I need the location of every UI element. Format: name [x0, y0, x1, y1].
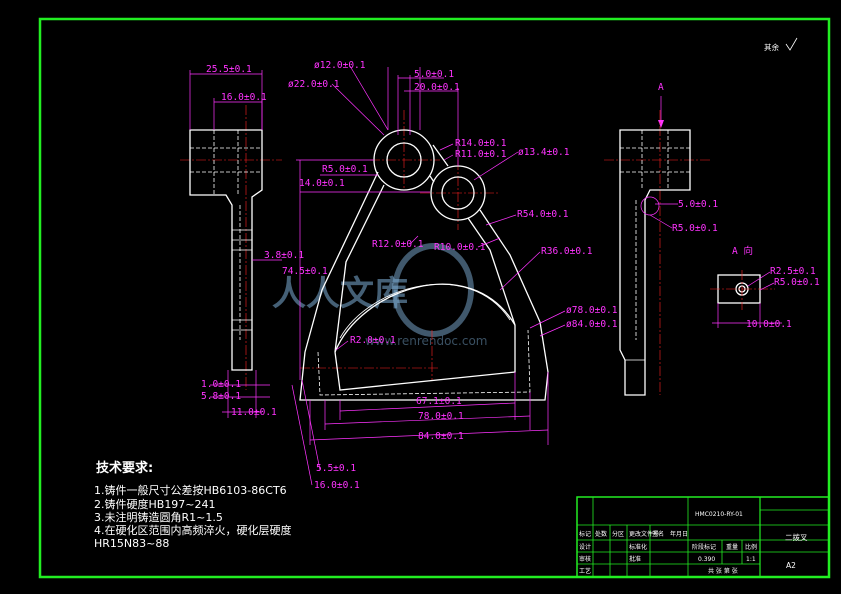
dim-5-0b: 5.0±0.1: [678, 199, 718, 210]
dim-phi-22: ø22.0±0.1: [288, 79, 340, 90]
dim-r-10: R10.0±0.1: [434, 242, 486, 253]
tb-cell-8: 审核: [579, 555, 591, 563]
dim-16b: 16.0±0.1: [314, 480, 360, 491]
watermark-url: www.renrendoc.com: [365, 334, 487, 348]
dim-r-2-5: R2.5±0.1: [770, 266, 816, 277]
tb-cell-4: 签名: [652, 530, 664, 538]
tb-cell-13: 比例: [745, 543, 757, 551]
tb-cell-2: 分区: [612, 530, 624, 538]
dim-3-8: 3.8±0.1: [264, 250, 304, 261]
tb-cell-7: 标准化: [629, 543, 647, 551]
dim-84: 84.0±0.1: [418, 431, 464, 442]
tb-cell-6: 设计: [579, 543, 591, 551]
dim-r-5c: R5.0±0.1: [774, 277, 820, 288]
dim-5-8: 5.8±0.1: [201, 391, 241, 402]
notes-line-1: 1.铸件一般尺寸公差按HB6103-86CT6: [94, 483, 287, 497]
tb-cell-12: 重量: [726, 543, 738, 551]
dim-11: 11.0±0.1: [231, 407, 277, 418]
notes-line-5: HR15N83~88: [94, 537, 169, 550]
dim-r-5b: R5.0±0.1: [672, 223, 718, 234]
main-view: ø12.0±0.1 ø22.0±0.1 5.0±0.1 20.0±0.1 R5.…: [288, 60, 618, 491]
dim-1-0: 1.0±0.1: [201, 379, 241, 390]
dim-r-5: R5.0±0.1: [322, 164, 368, 175]
tb-drawing-no: HMC0210-RY-01: [695, 511, 743, 518]
dim-phi-13-4: ø13.4±0.1: [518, 147, 570, 158]
dim-10: 10.0±0.1: [746, 319, 792, 330]
dim-74-5: 74.5±0.1: [282, 266, 328, 277]
notes-line-2: 2.铸件硬度HB197~241: [94, 497, 216, 511]
dim-r-2: R2.0±0.1: [350, 335, 396, 346]
tb-cell-0: 标记: [579, 530, 591, 538]
dim-5-0: 5.0±0.1: [414, 69, 454, 80]
notes-heading: 技术要求:: [96, 460, 153, 476]
dim-r-54: R54.0±0.1: [517, 209, 569, 220]
sheet-border: [38, 17, 831, 579]
tb-cell-9: 工艺: [579, 567, 591, 575]
dim-phi-78: ø78.0±0.1: [566, 305, 618, 316]
dim-r-12: R12.0±0.1: [372, 239, 424, 250]
dim-r-14: R14.0±0.1: [455, 138, 507, 149]
left-view: 25.5±0.1 16.0±0.1 3.8±0.1 74.5±0.1 1.0±0…: [180, 64, 328, 418]
watermark: 人人文库 www.renrendoc.com: [272, 243, 487, 348]
tb-cell-5: 年月日: [670, 530, 688, 538]
tb-sheet-size: A2: [786, 561, 796, 570]
tb-scale: 1:1: [746, 556, 756, 563]
tb-weight: 0.390: [698, 556, 715, 563]
dim-r-11: R11.0±0.1: [455, 149, 507, 160]
dim-25-5: 25.5±0.1: [206, 64, 252, 75]
dim-16: 16.0±0.1: [221, 92, 267, 103]
surface-note-text: 其余: [764, 42, 779, 52]
label-a-view: A 向: [732, 245, 753, 257]
label-a: A: [658, 82, 664, 93]
surface-note: 其余: [764, 37, 798, 52]
dim-67-1: 67.1±0.1: [416, 396, 462, 407]
tb-cell-1: 处数: [595, 530, 607, 538]
dim-20: 20.0±0.1: [414, 82, 460, 93]
right-view: A 5.0±0.1 R5.0±0.1 A 向 R2.5±0.1 R5.0±0.1…: [604, 82, 820, 396]
tb-cell-3: 更改文件号: [629, 530, 659, 538]
tb-cell-11: 阶段标记: [692, 543, 716, 551]
notes-line-3: 3.未注明铸造圆角R1~1.5: [94, 510, 223, 524]
notes-line-4: 4.在硬化区范围内高频淬火，硬化层硬度: [94, 523, 292, 537]
dim-phi-12: ø12.0±0.1: [314, 60, 366, 71]
dim-78: 78.0±0.1: [418, 411, 464, 422]
dim-r-36: R36.0±0.1: [541, 246, 593, 257]
dim-5-5: 5.5±0.1: [316, 463, 356, 474]
dim-phi-84: ø84.0±0.1: [566, 319, 618, 330]
technical-notes: 技术要求: 1.铸件一般尺寸公差按HB6103-86CT6 2.铸件硬度HB19…: [94, 460, 292, 550]
tb-part-name: 二拨叉: [785, 532, 808, 542]
title-block: HMC0210-RY-01 二拨叉 A2 0.390 1:1 标记 处数 分区 …: [576, 496, 830, 578]
dim-14: 14.0±0.1: [299, 178, 345, 189]
tb-cell-14: 共 张 第 张: [708, 567, 738, 575]
tb-cell-10: 批准: [629, 555, 641, 563]
